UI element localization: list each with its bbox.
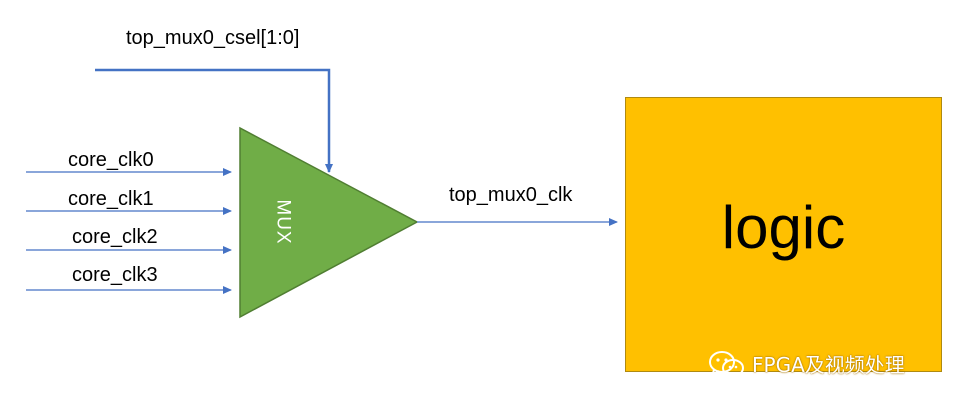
logic-block: logic bbox=[625, 97, 942, 372]
wechat-icon bbox=[709, 351, 744, 379]
select-signal-label: top_mux0_csel[1:0] bbox=[126, 27, 300, 49]
mux-label: MUX bbox=[272, 199, 294, 245]
input-label-core-clk1: core_clk1 bbox=[68, 188, 154, 210]
input-label-core-clk3: core_clk3 bbox=[72, 264, 158, 286]
output-signal-label: top_mux0_clk bbox=[449, 184, 573, 206]
watermark: FPGA及视频处理 bbox=[708, 350, 905, 380]
input-label-core-clk2: core_clk2 bbox=[72, 226, 158, 248]
mux-shape bbox=[239, 126, 419, 319]
watermark-text: FPGA及视频处理 bbox=[752, 353, 905, 377]
logic-label: logic bbox=[721, 194, 846, 261]
select-wire bbox=[95, 68, 333, 173]
input-label-core-clk0: core_clk0 bbox=[68, 149, 154, 171]
